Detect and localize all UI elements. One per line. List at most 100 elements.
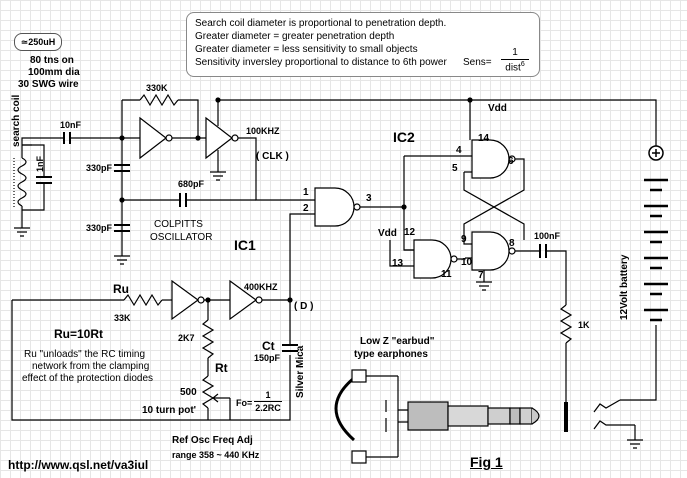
capacitor-100nf <box>539 244 547 258</box>
label-d: ( D ) <box>294 301 314 312</box>
notes-box: Search coil diameter is proportional to … <box>186 12 540 77</box>
ru-note-line-2: network from the clamping <box>32 361 150 372</box>
note-line-4: Sensitivity inversley proportional to di… <box>195 57 447 68</box>
ground-ic2 <box>476 281 492 291</box>
ground-coil <box>14 224 30 237</box>
resistor-2k7 <box>201 319 215 359</box>
label-vdd-ic2: Vdd <box>378 228 397 239</box>
resistor-ru <box>123 293 163 307</box>
and-gate-ic1 <box>314 187 361 227</box>
search-coil-label: search coil <box>11 94 22 147</box>
nand-gate-top <box>471 139 516 179</box>
label-silver-mica: Silver Mica <box>295 345 306 398</box>
coil-spec-line-2: 100mm dia <box>28 67 80 78</box>
sens-label: Sens= <box>463 57 492 68</box>
label-100khz: 100KHZ <box>246 126 280 136</box>
note-line-2: Greater diameter = greater penetration d… <box>195 31 395 42</box>
label-ic1: IC1 <box>234 237 256 253</box>
sens-denominator: dist <box>505 62 521 74</box>
label-ref-adj: Ref Osc Freq Adj <box>172 435 253 446</box>
label-330k: 330K <box>146 83 168 93</box>
pin-6: 6 <box>508 156 514 167</box>
label-100nf: 100nF <box>534 231 561 241</box>
label-vdd-top: Vdd <box>488 103 507 114</box>
pin-7: 7 <box>478 270 484 281</box>
label-ct: Ct <box>262 339 275 353</box>
capacitor-10nf <box>63 132 122 144</box>
earbud-earphones <box>334 369 399 464</box>
nand-gate-bottom <box>471 231 516 271</box>
label-1k: 1K <box>578 320 590 330</box>
pin-13: 13 <box>392 258 404 269</box>
pin-5: 5 <box>452 163 458 174</box>
capacitor-1nf <box>36 176 52 184</box>
source-url[interactable]: http://www.qsl.net/va3iul <box>8 458 149 472</box>
sens-exponent: 6 <box>520 61 525 68</box>
pin-11: 11 <box>441 269 452 280</box>
capacitor-680pf <box>179 193 256 207</box>
inverter-3 <box>171 279 205 321</box>
label-rt: Rt <box>215 361 228 375</box>
label-330pf-top: 330pF <box>86 163 113 173</box>
label-330pf-bottom: 330pF <box>86 223 113 233</box>
battery-12v <box>644 145 668 322</box>
ru-note-line-1: Ru "unloads" the RC timing <box>24 349 146 360</box>
label-2k7: 2K7 <box>178 333 195 343</box>
fo-numerator: 1 <box>265 390 271 400</box>
note-line-1: Search coil diameter is proportional to … <box>195 18 447 29</box>
earphone-label-1: Low Z "earbud" <box>360 336 435 347</box>
label-ru: Ru <box>113 282 129 296</box>
capacitor-330pf-bottom <box>114 224 130 232</box>
label-range: range 358 ~ 440 KHz <box>172 450 260 460</box>
label-33k: 33K <box>114 313 131 323</box>
label-clk: ( CLK ) <box>256 151 289 162</box>
resistor-1k <box>559 304 573 344</box>
sens-fraction: 1 dist6 <box>501 47 529 73</box>
pin-1: 1 <box>303 187 309 198</box>
pin-8: 8 <box>509 238 515 249</box>
pin-9: 9 <box>461 234 467 245</box>
pin-10: 10 <box>461 257 473 268</box>
label-10nf: 10nF <box>60 120 82 130</box>
label-colpitts-2: OSCILLATOR <box>150 232 213 243</box>
inverter-4 <box>229 279 263 321</box>
sens-numerator: 1 <box>512 47 518 58</box>
earphone-label-2: type earphones <box>354 349 428 360</box>
resistor-330k <box>139 93 179 107</box>
label-ru-eq: Ru=10Rt <box>54 327 104 341</box>
figure-label: Fig 1 <box>470 454 503 470</box>
ground-inverter <box>210 171 226 181</box>
pin-12: 12 <box>404 227 416 238</box>
potentiometer-rt <box>201 375 231 420</box>
capacitor-ct <box>282 344 298 352</box>
fo-denominator: 2.2RC <box>255 403 281 413</box>
label-400khz: 400KHZ <box>244 282 278 292</box>
ru-note-line-3: effect of the protection diodes <box>22 373 154 384</box>
inductance-badge: ≃250uH <box>14 33 62 51</box>
switched-jack <box>593 399 643 449</box>
coil-spec-line-1: 80 tns on <box>30 55 74 66</box>
coil-spec-line-3: 30 SWG wire <box>18 79 79 90</box>
ground-colpitts <box>114 250 130 265</box>
inverter-2 <box>205 116 300 201</box>
capacitor-330pf-top <box>114 164 130 172</box>
pin-3: 3 <box>366 193 372 204</box>
phone-plug <box>398 401 540 431</box>
label-1nf: 1nF <box>35 155 45 172</box>
label-ic2: IC2 <box>393 129 415 145</box>
label-fo: Fo= <box>236 398 253 408</box>
label-battery: 12Volt battery <box>619 254 630 320</box>
pin-4: 4 <box>456 145 462 156</box>
label-680pf: 680pF <box>178 179 205 189</box>
label-10-turn: 10 turn pot' <box>142 405 197 416</box>
pin-2: 2 <box>303 203 309 214</box>
label-150pf: 150pF <box>254 353 281 363</box>
pin-14: 14 <box>478 133 490 144</box>
inverter-1 <box>122 116 206 160</box>
label-500: 500 <box>180 387 197 398</box>
fo-fraction: 1 2.2RC <box>254 390 282 413</box>
note-line-3: Greater diameter = less sensitivity to s… <box>195 44 418 55</box>
search-coil-inductor <box>13 145 27 224</box>
